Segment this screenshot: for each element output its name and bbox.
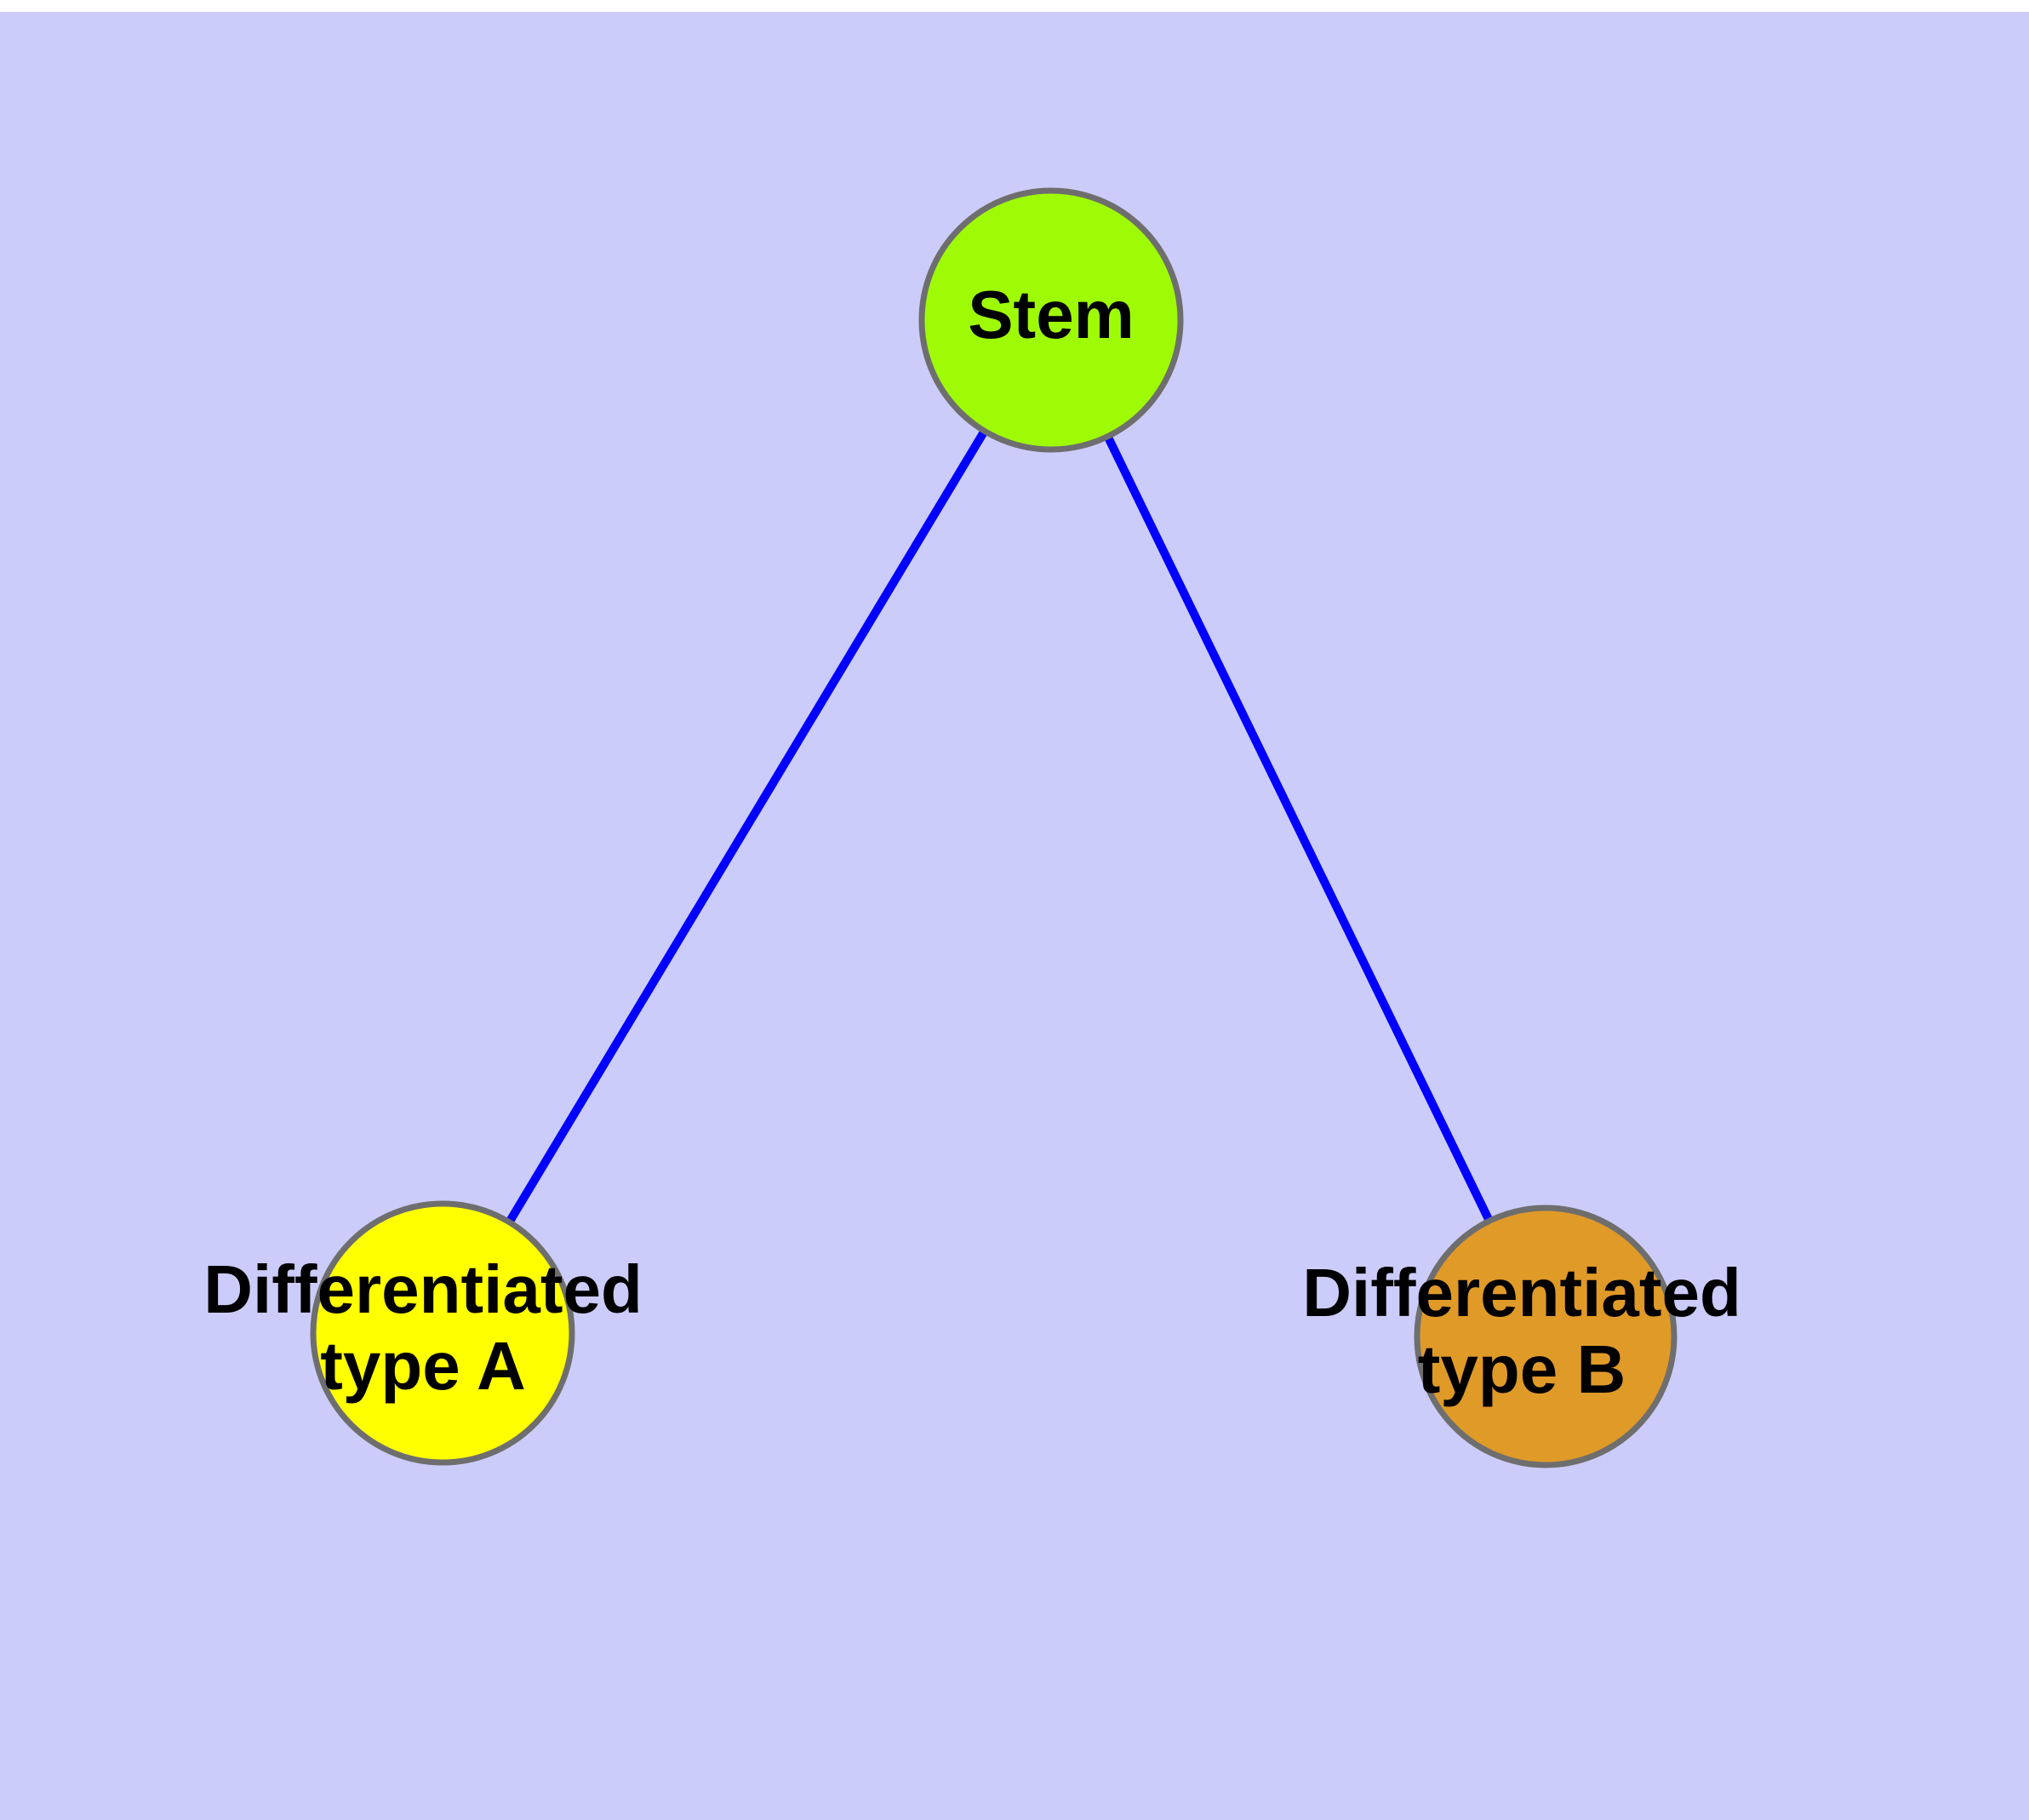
graph-node-label-line: Differentiated	[1302, 1255, 1741, 1331]
graph-node-stem[interactable]	[918, 187, 1184, 453]
graph-edge-stem-to-diff_b	[1102, 431, 1495, 1227]
graph-node-label-stem: Stem	[968, 277, 1135, 352]
nodes-layer	[310, 187, 1677, 1468]
graph-node-label-line: Differentiated	[203, 1251, 643, 1327]
graph-node-label-line: Stem	[968, 277, 1135, 352]
graph-edge-stem-to-diff_a	[503, 426, 991, 1228]
graph-node-label-line: type A	[320, 1328, 526, 1404]
edges-layer	[503, 426, 1495, 1228]
graph-node-diff_b[interactable]	[1414, 1205, 1677, 1468]
graph-node-diff_a[interactable]	[310, 1200, 575, 1466]
graph-node-label-line: type B	[1418, 1331, 1626, 1407]
